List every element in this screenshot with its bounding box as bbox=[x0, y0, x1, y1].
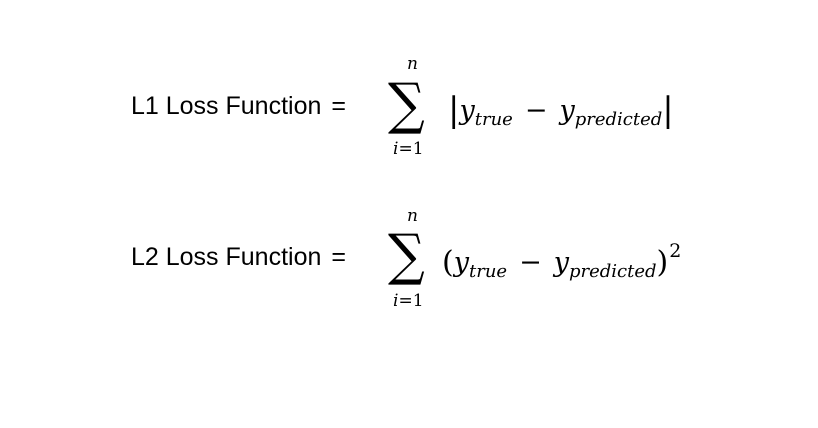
l2-minus: − bbox=[519, 247, 542, 278]
l1-formula: L1 Loss Function= n ∑ i=1 |ytrue−ypredic… bbox=[0, 50, 818, 160]
l1-y-predicted: y bbox=[559, 95, 575, 126]
l1-abs-open: | bbox=[448, 90, 460, 130]
l1-minus: − bbox=[524, 95, 548, 126]
l2-paren-close: ) bbox=[656, 245, 669, 280]
l2-label-text: L2 Loss Function bbox=[131, 243, 322, 271]
l1-sub-predicted: predicted bbox=[574, 109, 663, 130]
l1-label: L1 Loss Function = bbox=[131, 92, 346, 121]
l1-sub-true: true bbox=[474, 109, 513, 130]
l2-paren-open: ( bbox=[442, 245, 454, 280]
l2-equals: = bbox=[331, 243, 347, 271]
l2-y-predicted: y bbox=[553, 247, 569, 278]
l2-y-true: y bbox=[453, 247, 469, 278]
l2-sum-upper-limit: n bbox=[407, 206, 418, 226]
l2-sub-true: true bbox=[468, 261, 508, 282]
l1-label-text: L1 Loss Function bbox=[131, 92, 322, 120]
l2-formula: L2 Loss Function= n ∑ i=1 (ytrue−ypredic… bbox=[0, 202, 818, 312]
l1-equals: = bbox=[331, 92, 347, 120]
l2-sub-predicted: predicted bbox=[568, 261, 657, 282]
l2-sigma-symbol: ∑ bbox=[388, 223, 425, 288]
l2-exponent: 2 bbox=[669, 240, 682, 262]
l1-abs-close: | bbox=[662, 90, 674, 130]
l2-label: L2 Loss Function = bbox=[131, 243, 346, 272]
l1-y-true: y bbox=[459, 95, 475, 126]
l1-expression: |ytrue−ypredicted| bbox=[448, 90, 674, 130]
l1-sigma-symbol: ∑ bbox=[388, 72, 425, 137]
l2-expression: (ytrue−ypredicted)2 bbox=[442, 240, 681, 282]
l1-sum-upper-limit: n bbox=[407, 54, 418, 74]
l1-sum-lower-limit: i=1 bbox=[393, 139, 424, 159]
l2-sum-lower-limit: i=1 bbox=[393, 291, 424, 311]
